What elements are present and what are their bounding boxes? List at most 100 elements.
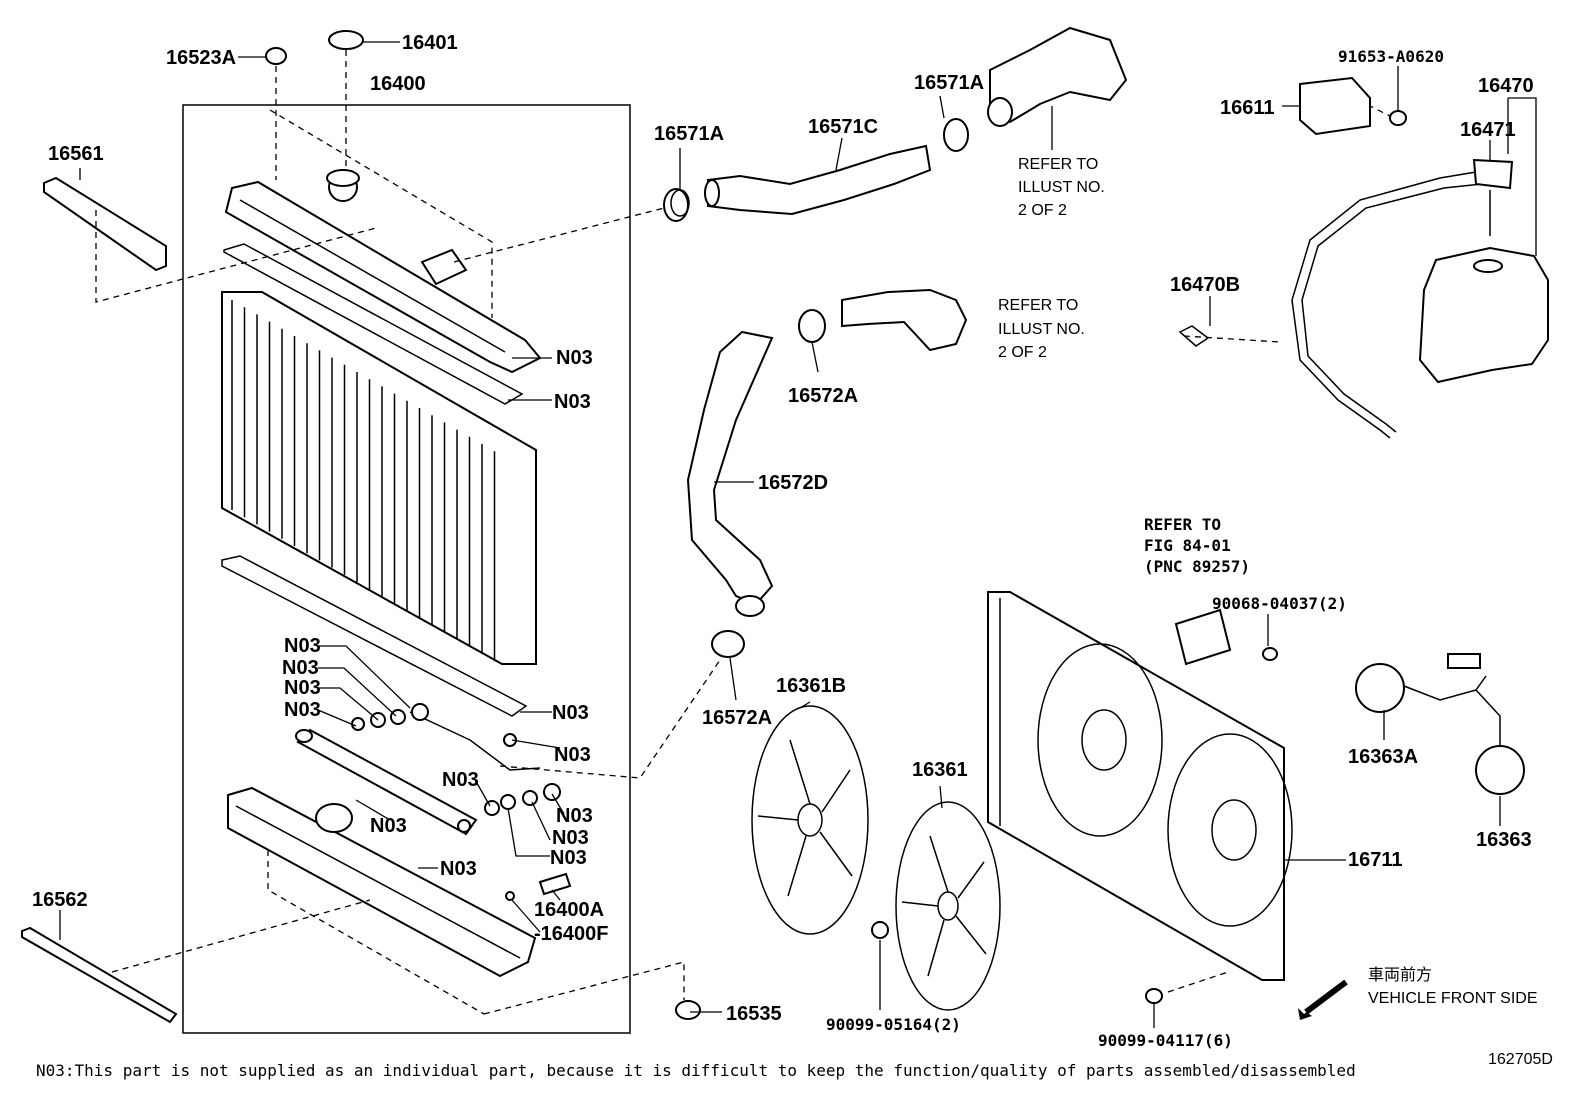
reserve-hose [1291, 171, 1483, 439]
refer-note-lower: REFER TO ILLUST NO. 2 OF 2 [998, 297, 1085, 361]
direction-label-jp: 車両前方 [1368, 966, 1432, 984]
callout-91653-A0620: 91653-A0620 [1338, 47, 1444, 66]
radiator-support-lower [21, 926, 178, 1024]
reserve-tank [1418, 246, 1549, 384]
callout-16361B: 16361B [776, 675, 846, 697]
callout-n03: N03 [284, 699, 321, 721]
refer-fig-note: REFER TO FIG 84-01 (PNC 89257) [1144, 515, 1250, 576]
fan-shroud [987, 591, 1293, 981]
refer-note-upper: REFER TO ILLUST NO. 2 OF 2 [1018, 156, 1105, 219]
radiator-upper-tank [224, 169, 542, 374]
radiator-cap [328, 30, 364, 50]
callout-16523A: 16523A [166, 47, 236, 69]
lower-hose [686, 330, 774, 617]
leader-lines [59, 41, 1537, 1028]
callout-16401: 16401 [402, 32, 458, 54]
nut-90099-05164 [871, 921, 889, 939]
bolt-90099-04117 [1145, 988, 1163, 1004]
callout-16611: 16611 [1220, 97, 1275, 119]
callout-n03: N03 [550, 847, 587, 869]
upper-hose [704, 144, 932, 216]
radiator-assembly-frame [182, 104, 631, 1034]
fan-motor-16363A [1355, 653, 1487, 713]
footnote: N03:This part is not supplied as an indi… [36, 1061, 1356, 1080]
clamp-16470B [1178, 325, 1210, 347]
reserve-hose-clamp [1472, 158, 1514, 190]
callout-90099-04117: 90099-04117(6) [1098, 1031, 1233, 1050]
hose-clamp-16572A-upper [798, 309, 826, 343]
callout-16471: 16471 [1460, 119, 1516, 141]
callout-n03: N03 [442, 769, 479, 791]
svg-text:ILLUST NO.: ILLUST NO. [1018, 179, 1105, 196]
callout-n03: N03 [370, 815, 407, 837]
callout-16363: 16363 [1476, 829, 1532, 851]
lower-gasket [221, 555, 528, 717]
svg-text:REFER TO: REFER TO [1144, 515, 1221, 534]
callout-16470: 16470 [1478, 75, 1534, 97]
callout-16400F: -16400F [534, 923, 609, 945]
bolt-90068 [1262, 647, 1278, 661]
callout-16400: 16400 [370, 73, 426, 95]
water-inlet-pipe [841, 288, 968, 352]
svg-text:2 OF 2: 2 OF 2 [1018, 202, 1067, 219]
callout-16361: 16361 [912, 759, 968, 781]
fan-16361 [895, 801, 1001, 1011]
cushion-16523A [265, 47, 287, 65]
callout-n03: N03 [284, 635, 321, 657]
radiator-support-upper [43, 176, 167, 272]
washers [351, 703, 561, 833]
callout-16571A-right: 16571A [914, 72, 984, 94]
bolt-91653 [1389, 110, 1407, 126]
svg-text:FIG 84-01: FIG 84-01 [1144, 536, 1231, 555]
fan-relay [1174, 608, 1232, 666]
cushion-16535 [675, 1000, 701, 1020]
radiator-lower-tank [227, 786, 572, 978]
callout-16572A-lower: 16572A [702, 707, 772, 729]
callout-16561: 16561 [48, 143, 104, 165]
callout-90099-05164: 90099-05164(2) [826, 1015, 961, 1034]
upper-gasket [223, 243, 524, 405]
svg-text:REFER TO: REFER TO [998, 297, 1078, 314]
figure-id: 162705D [1488, 1051, 1553, 1068]
callout-16470B: 16470B [1170, 274, 1240, 296]
callout-n03: N03 [284, 677, 321, 699]
callout-16571A-left: 16571A [654, 123, 724, 145]
callout-n03: N03 [552, 702, 589, 724]
reserve-tank-cap [1473, 259, 1503, 273]
callout-16711: 16711 [1348, 849, 1403, 871]
callout-16572D: 16572D [758, 472, 828, 494]
callout-n03: N03 [554, 744, 591, 766]
svg-text:(PNC 89257): (PNC 89257) [1144, 557, 1250, 576]
vehicle-front-arrow-shaft [1304, 979, 1348, 1015]
drain-cock [538, 872, 572, 896]
callout-n03: N03 [552, 827, 589, 849]
callout-16363A: 16363A [1348, 746, 1418, 768]
callout-16562: 16562 [32, 889, 88, 911]
callout-n03: N03 [556, 347, 593, 369]
drain-plug [505, 891, 515, 901]
radiator-core [221, 291, 537, 665]
callout-n03: N03 [440, 858, 477, 880]
fan-16361B [751, 705, 869, 935]
callout-n03: N03 [556, 805, 593, 827]
water-outlet-housing [987, 26, 1128, 127]
svg-text:REFER TO: REFER TO [1018, 156, 1098, 173]
hose-clamp-16571A-right [943, 118, 969, 152]
bracket-16611 [1299, 76, 1371, 136]
callout-16400A: 16400A [534, 899, 604, 921]
hose-clamp-16571A-left [663, 188, 690, 222]
upper-outlet-pipe [420, 248, 468, 286]
callout-16535: 16535 [726, 1003, 782, 1025]
direction-label-en: VEHICLE FRONT SIDE [1368, 990, 1538, 1007]
callout-n03: N03 [554, 391, 591, 413]
svg-text:ILLUST NO.: ILLUST NO. [998, 321, 1085, 338]
callout-n03: N03 [282, 657, 319, 679]
callout-90068-04037: 90068-04037(2) [1212, 594, 1347, 613]
lower-inlet-pipe [315, 803, 353, 833]
oil-cooler [295, 711, 541, 836]
hose-clamp-16572A-lower [711, 630, 745, 658]
callout-16572A-upper: 16572A [788, 385, 858, 407]
svg-text:2 OF 2: 2 OF 2 [998, 344, 1047, 361]
fan-motor-16363 [1475, 689, 1525, 795]
